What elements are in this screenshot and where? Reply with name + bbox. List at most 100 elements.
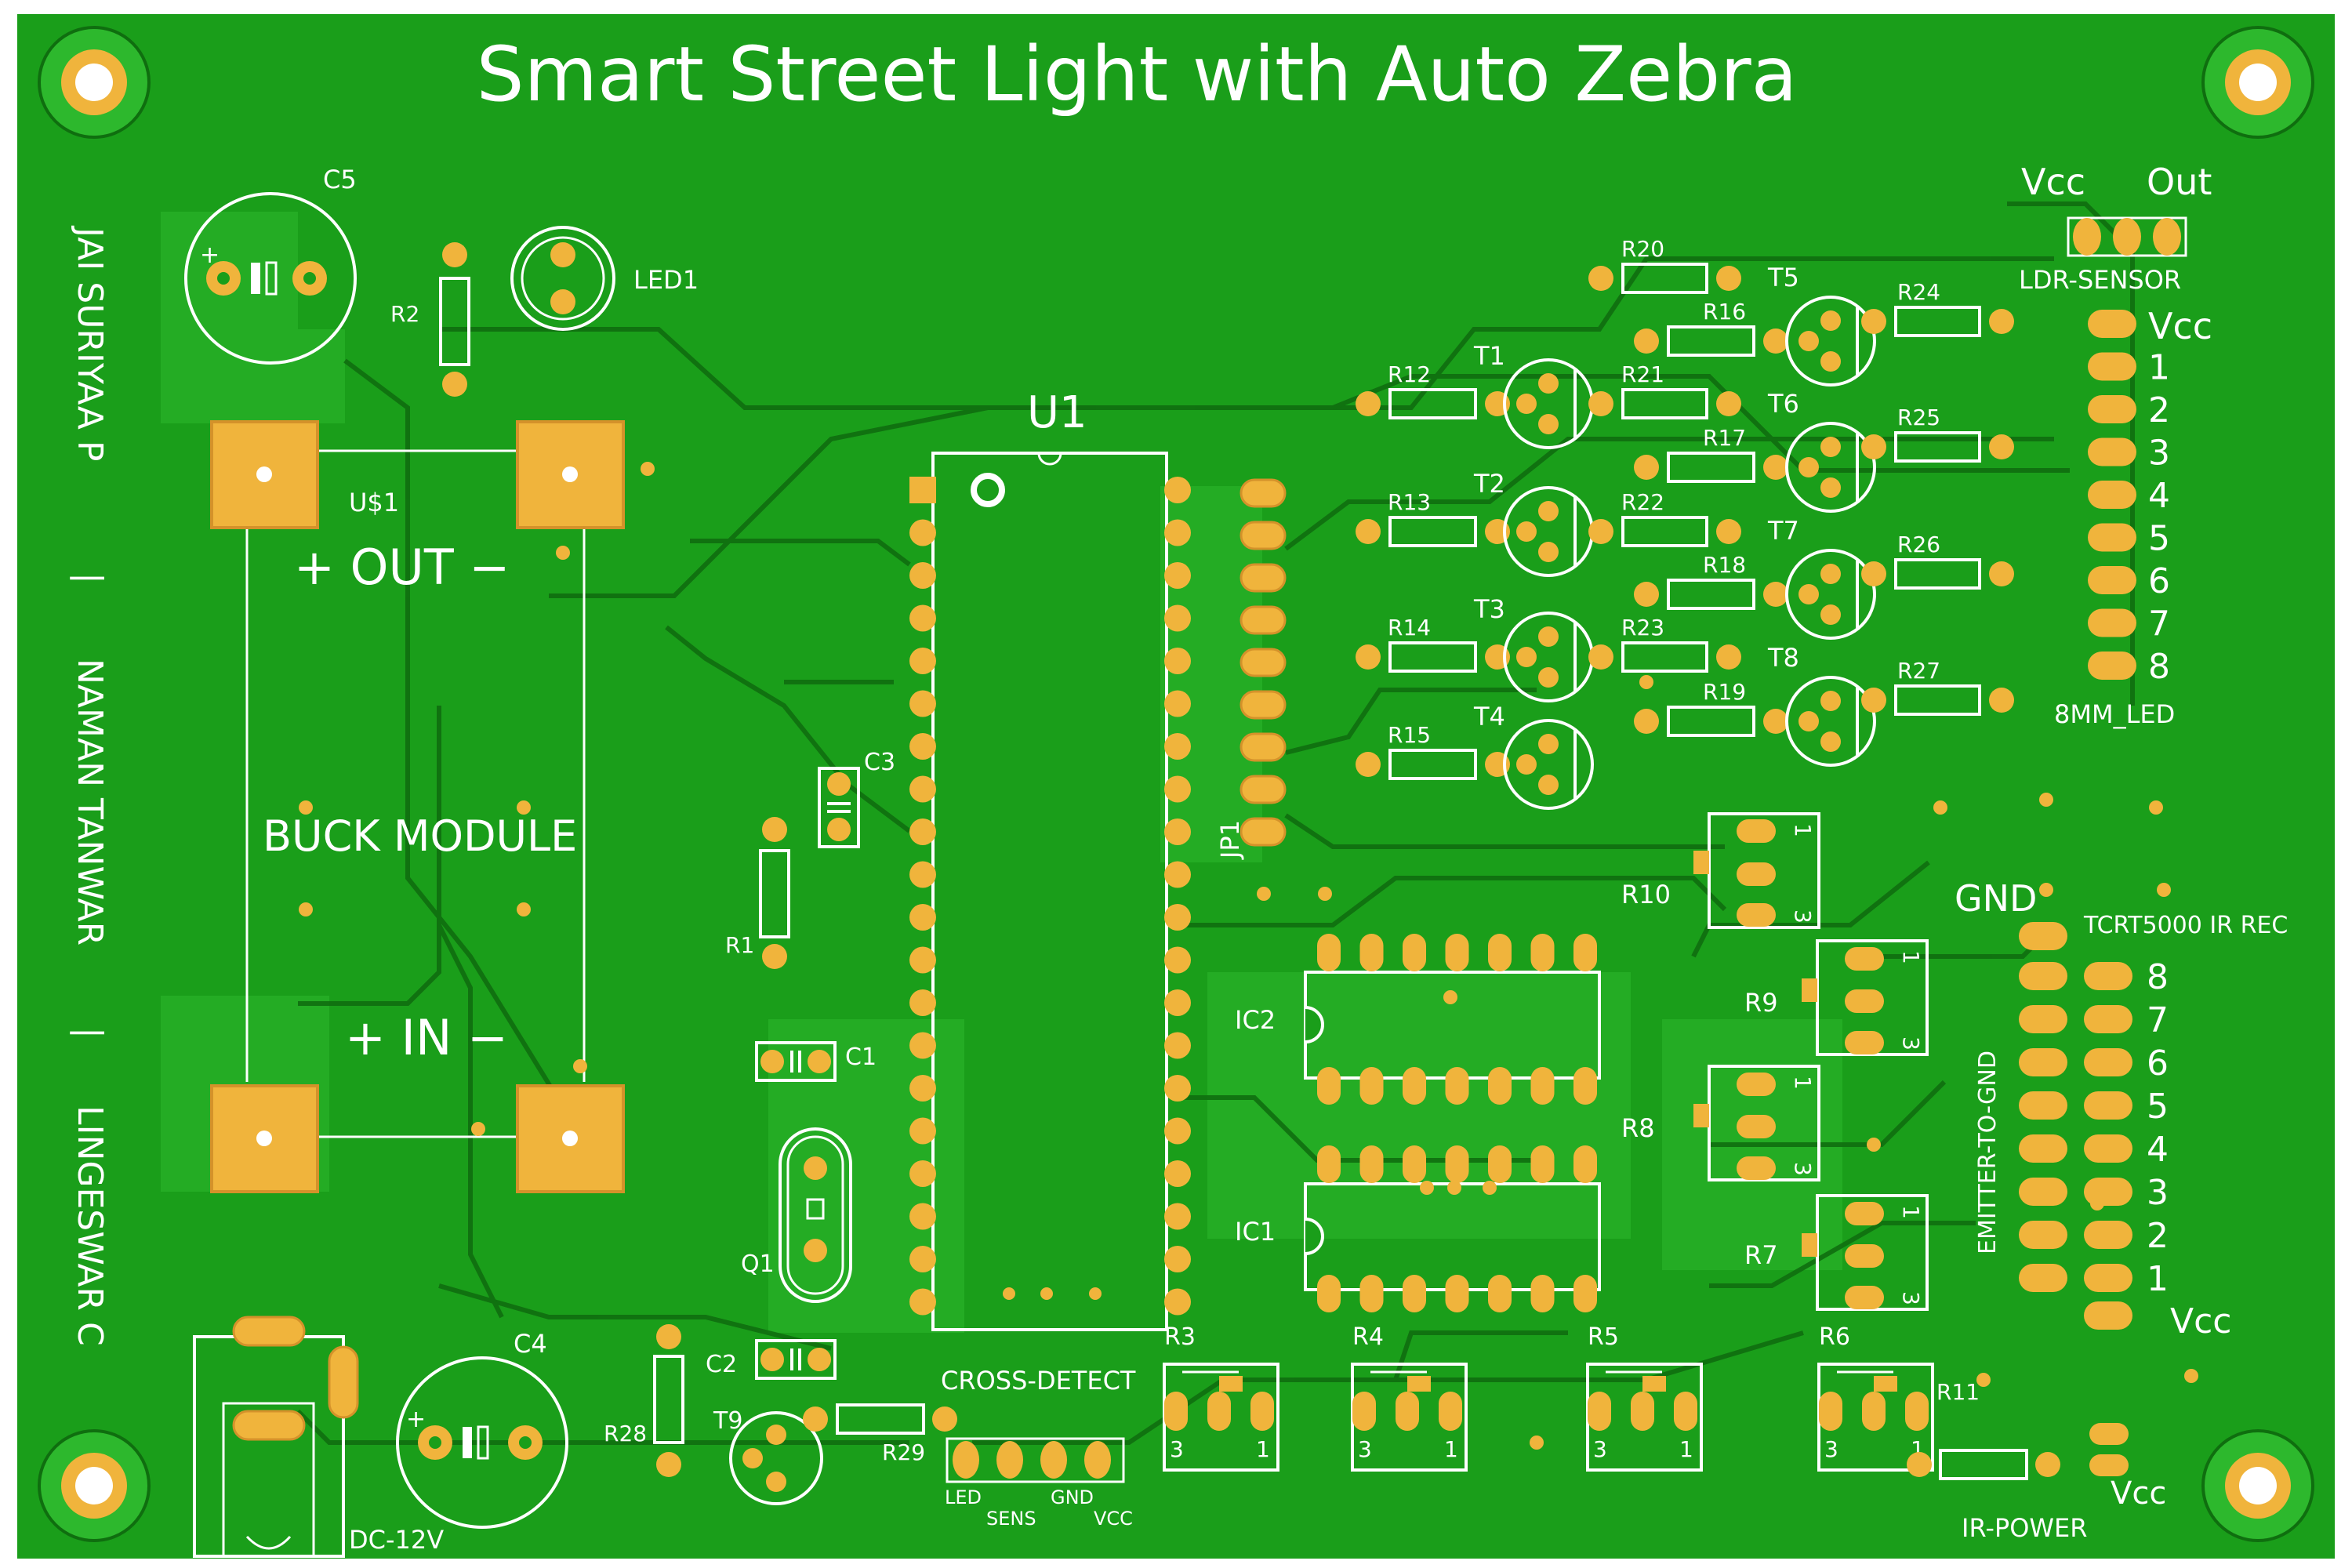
u1-pin: [1164, 904, 1191, 931]
resistor-r25: R25: [1861, 405, 2014, 463]
u1-pin: [909, 1288, 936, 1316]
r2-ref: R2: [390, 301, 419, 327]
tcrt-pin: [2084, 1091, 2132, 1120]
ir-pin-label: 2: [2147, 1216, 2169, 1256]
u1-pin: [909, 1203, 936, 1230]
svg-text:1: 1: [1898, 1205, 1924, 1219]
via: [471, 1122, 485, 1136]
ic1-pins-pin: [1445, 1145, 1469, 1183]
svg-text:T1: T1: [1473, 341, 1505, 371]
tcrt-pin: [2084, 1134, 2132, 1163]
tcrt-pin: [2084, 1048, 2132, 1076]
u1-ref: U1: [1027, 387, 1087, 438]
tcrt-label: TCRT5000 IR REC: [2083, 912, 2288, 939]
svg-text:R19: R19: [1703, 679, 1746, 705]
resistor-r29: R29: [803, 1403, 957, 1465]
u1-pin: [1164, 946, 1191, 974]
r29-ref: R29: [882, 1439, 925, 1465]
svg-text:3: 3: [1824, 1436, 1838, 1462]
tcrt-pin: [2084, 1264, 2132, 1292]
led-pin: [2088, 523, 2136, 552]
u1-pin: [909, 818, 936, 845]
emitter-label: EMITTER-TO-GND: [1974, 1051, 2002, 1254]
buck-pad-out-plus: [210, 420, 319, 529]
via: [556, 546, 570, 560]
resistor-r18: R18: [1634, 552, 1788, 610]
ic2-pins-pin: [1317, 1067, 1341, 1105]
via: [2157, 883, 2171, 897]
ir-pin-label: 8: [2147, 957, 2169, 997]
author-separator-2: |: [70, 1027, 110, 1039]
svg-text:+: +: [406, 1406, 426, 1433]
transistor-t8: T8: [1767, 643, 1876, 767]
ic2-pins-pin: [1573, 934, 1597, 971]
ic2-ref: IC2: [1235, 1005, 1276, 1035]
capacitor-c4: + C4: [396, 1329, 568, 1529]
svg-text:3: 3: [1898, 1291, 1924, 1305]
header-jp1: JP1: [1215, 478, 1287, 860]
svg-text:3: 3: [1358, 1436, 1372, 1462]
driver-stage-right: R20R21R22R23R16R17R18R19T5T6T7T8R24R25R2…: [1588, 236, 2014, 767]
svg-text:R17: R17: [1703, 425, 1746, 451]
via: [1443, 990, 1457, 1004]
resistor-r20: R20: [1588, 236, 1741, 294]
jp1-pin: [1240, 605, 1287, 635]
jp1-pin: [1240, 817, 1287, 847]
mounting-hole-tl: [38, 26, 151, 139]
u1-pin: [1164, 648, 1191, 674]
ldr-out-label: Out: [2147, 161, 2212, 203]
author-1: JAI SURIYAA P: [70, 225, 110, 461]
u1-pin: [909, 477, 936, 503]
ir-vcc-label: Vcc: [2170, 1301, 2231, 1341]
tcrt-pin: [2019, 1264, 2067, 1292]
led-vcc-label: Vcc: [2148, 305, 2212, 347]
capacitor-c3: C3: [818, 749, 895, 848]
ic1-pins-pin: [1403, 1275, 1426, 1312]
ir-power-vcc-label: Vcc: [2111, 1475, 2166, 1512]
pot-r9: 1 3 R9: [1744, 939, 1929, 1056]
svg-text:T5: T5: [1767, 263, 1799, 292]
r10-ref: R10: [1621, 880, 1671, 909]
jp1-pin: [1240, 478, 1287, 508]
svg-text:3: 3: [1790, 909, 1816, 924]
resistor-r1: R1: [725, 817, 790, 969]
ic1-pins-pin: [1530, 1275, 1555, 1312]
led-pin: [2088, 310, 2136, 338]
pot-r7: 1 3 R7: [1744, 1194, 1929, 1311]
jp1-pin: [1240, 732, 1287, 762]
ic1-pins-pin: [1488, 1275, 1512, 1312]
capacitor-c2: C2: [706, 1339, 837, 1380]
via: [299, 800, 313, 815]
u1-pin: [909, 690, 936, 717]
dc-jack: DC-12V: [193, 1316, 444, 1558]
ic1-pins-pin: [1573, 1145, 1597, 1183]
tcrt-pin: [2019, 1091, 2067, 1120]
u1-pin: [909, 733, 936, 760]
ic2-pins-pin: [1488, 1067, 1512, 1105]
u1-pin: [1164, 733, 1191, 760]
buck-pad-in-minus: [516, 1084, 625, 1193]
mounting-hole-br: [2201, 1429, 2314, 1542]
transistor-t5: T5: [1767, 263, 1876, 387]
led-pin: [2088, 608, 2136, 637]
ic2-pins-pin: [1317, 934, 1341, 971]
u1-pin: [909, 519, 936, 546]
via: [1976, 1373, 1991, 1387]
buck-module-label: BUCK MODULE: [263, 811, 577, 861]
ic2-pins-pin: [1359, 934, 1384, 971]
ic2-pins-pin: [1530, 934, 1555, 971]
u1-pin: [1164, 775, 1191, 803]
u1-pin: [1164, 519, 1191, 546]
transistor-t6: T6: [1767, 389, 1876, 513]
pot-r8: 1 3 R8: [1621, 1065, 1820, 1181]
capacitor-c5: + C5: [184, 165, 357, 365]
gnd-label: GND: [1955, 877, 2037, 920]
u1-pin: [1164, 604, 1191, 632]
jp1-pin: [1240, 775, 1287, 804]
svg-text:R12: R12: [1388, 361, 1431, 387]
tcrt-pin: [2019, 922, 2067, 950]
ic1-pins-pin: [1317, 1275, 1341, 1312]
